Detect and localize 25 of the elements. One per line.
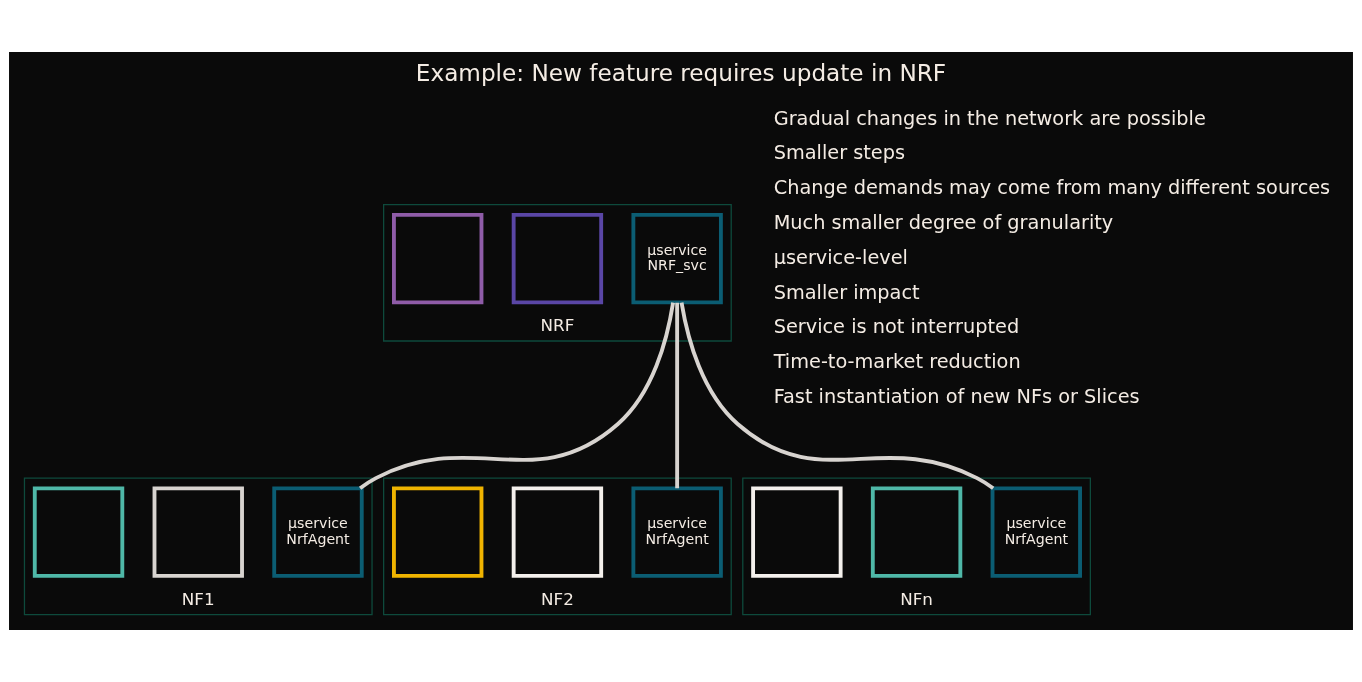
node-box: µservice NRF_svc (631, 212, 723, 305)
label: Time-to-market reduction (773, 350, 1021, 374)
node-box (511, 486, 604, 578)
connector (358, 302, 675, 490)
node-box (152, 486, 244, 578)
node-box: µservice NrfAgent (272, 486, 364, 578)
node-box (870, 486, 963, 578)
label: Change demands may come from many different sources (773, 176, 1331, 200)
node-box: µservice NrfAgent (631, 486, 723, 578)
label: Much smaller degree of granularity (773, 211, 1114, 234)
node-box: µservice NrfAgent (990, 486, 1082, 578)
label: Gradual changes in the network are possible (773, 106, 1206, 130)
label: µservice-level (773, 245, 908, 269)
node-box (32, 486, 125, 578)
diagram-title: Example: New feature requires update in NRF (415, 58, 947, 86)
label: Smaller steps (773, 141, 906, 165)
node-box (392, 212, 484, 305)
connector (679, 302, 995, 490)
label: Fast instantiation of new NFs or Slices (773, 384, 1140, 408)
node-box (511, 212, 604, 305)
node-box (751, 486, 843, 578)
connector (675, 302, 680, 489)
node-box (392, 486, 484, 578)
label: Smaller impact (773, 280, 920, 304)
label: Service is not interrupted (773, 315, 1020, 339)
